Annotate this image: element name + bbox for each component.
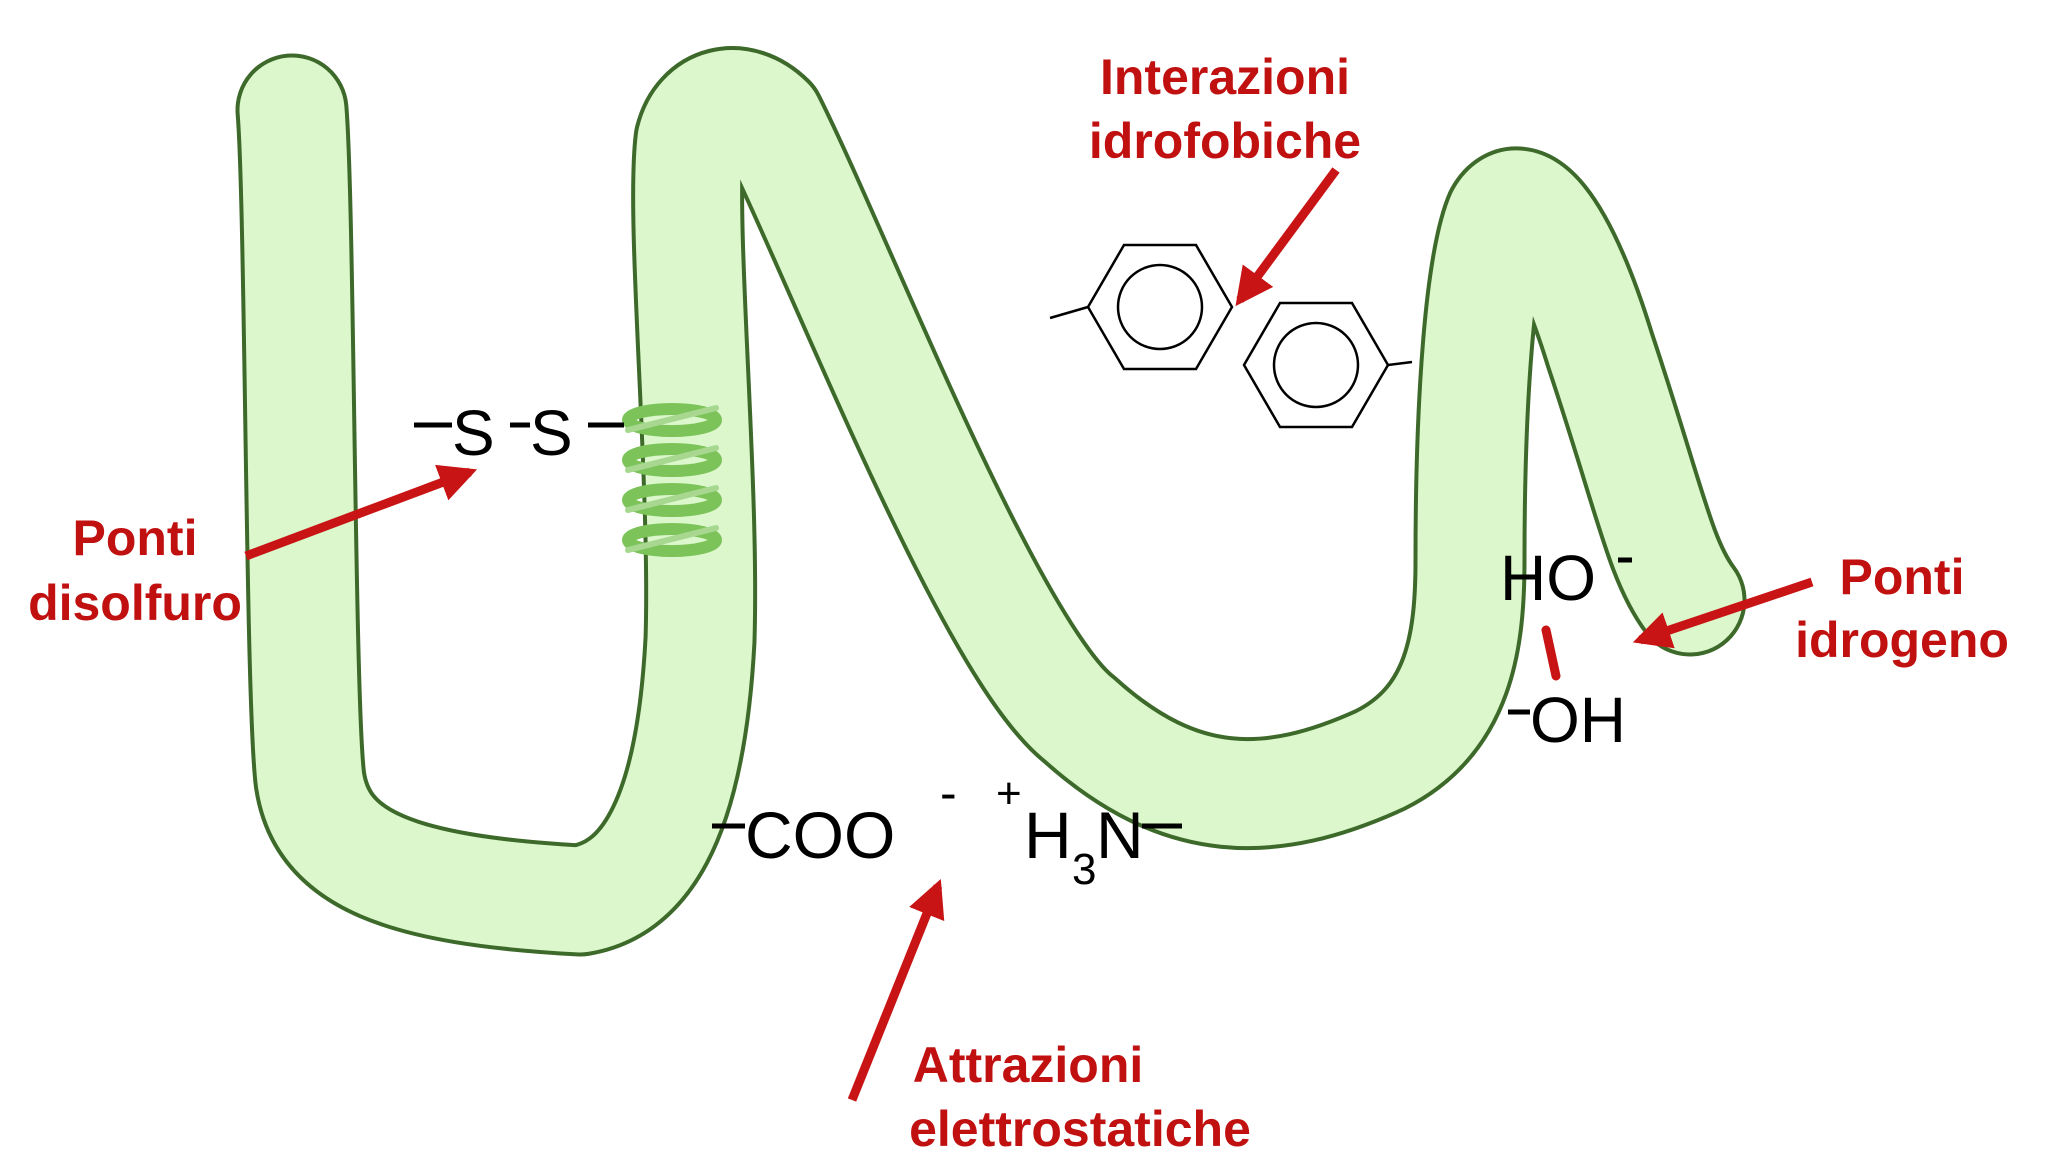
sulfur-atom-2: S	[530, 397, 573, 469]
hydroxyl-top-text: HO	[1500, 542, 1596, 614]
arrow-disulfide-icon	[244, 464, 478, 561]
arrow-hydrophobic-icon	[1235, 167, 1340, 307]
disulfide-bridge: S S	[414, 397, 624, 469]
ammonium-subscript: 3	[1072, 845, 1096, 894]
label-electrostatic: Attrazioni elettrostatiche	[909, 1037, 1251, 1157]
ammonium-h: H	[1024, 798, 1072, 872]
benzene-ring-right-icon	[1242, 301, 1413, 429]
label-electrostatic-line1: Attrazioni	[913, 1037, 1144, 1093]
alpha-helix-icon	[622, 403, 722, 557]
label-hydrophobic-line1: Interazioni	[1100, 49, 1350, 105]
ammonium-group: + H 3 N	[996, 769, 1182, 894]
arrow-electrostatic-icon	[847, 878, 945, 1102]
polypeptide-chain	[235, 46, 1747, 957]
label-hydrogen-line1: Ponti	[1840, 549, 1965, 605]
label-disulfide: Ponti disolfuro	[28, 510, 242, 631]
hydroxyl-bottom-text: OH	[1530, 684, 1626, 756]
hydrogen-bond: HO OH	[1500, 542, 1632, 756]
label-hydrogen: Ponti idrogeno	[1795, 549, 2009, 668]
label-hydrophobic-line2: idrofobiche	[1089, 113, 1361, 169]
benzene-ring-left-icon	[1049, 243, 1234, 371]
carboxylate-charge: -	[940, 765, 957, 821]
label-hydrophobic: Interazioni idrofobiche	[1089, 49, 1361, 169]
label-electrostatic-line2: elettrostatiche	[909, 1101, 1251, 1157]
ammonium-charge: +	[996, 769, 1022, 818]
label-disulfide-line2: disolfuro	[28, 575, 242, 631]
arrow-hydrogen-icon	[1632, 577, 1814, 649]
ammonium-n: N	[1096, 798, 1144, 872]
label-hydrogen-line2: idrogeno	[1795, 612, 2009, 668]
carboxylate-group: COO -	[712, 765, 957, 872]
sulfur-atom-1: S	[452, 397, 495, 469]
carboxylate-text: COO	[745, 798, 895, 872]
label-disulfide-line1: Ponti	[73, 510, 198, 566]
